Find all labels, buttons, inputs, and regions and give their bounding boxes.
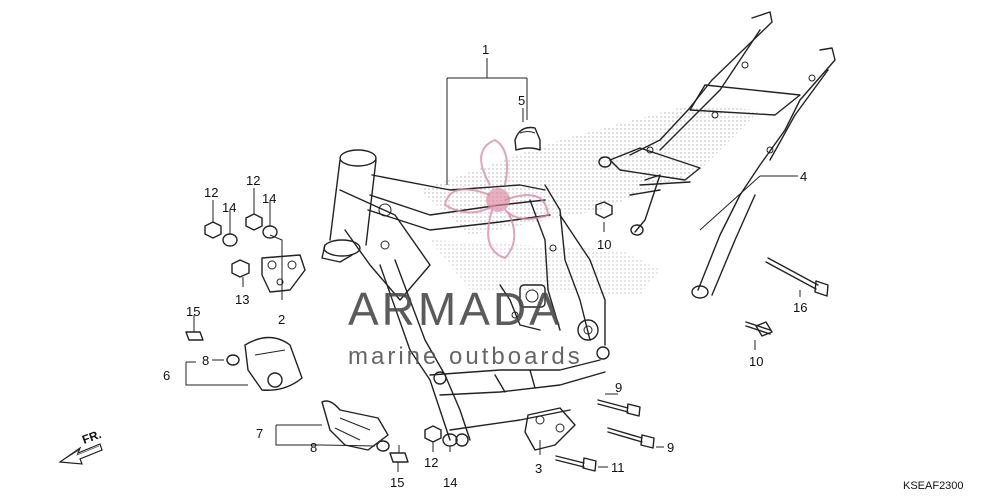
guard-plate-upper <box>244 336 303 391</box>
bolt-16 <box>765 257 829 297</box>
direction-label: FR. <box>80 427 103 447</box>
subframe <box>598 11 836 299</box>
bolt-10-upper <box>595 201 613 219</box>
callout-9-a: 9 <box>615 380 622 395</box>
callout-3: 3 <box>535 461 542 476</box>
callout-1: 1 <box>482 42 489 57</box>
washer-14-left <box>222 233 238 247</box>
callout-15-a: 15 <box>186 304 200 319</box>
collar-8-upper <box>226 354 240 366</box>
callout-9-b: 9 <box>667 440 674 455</box>
callout-5: 5 <box>518 93 525 108</box>
leader-lines <box>185 58 801 472</box>
nut-12-center <box>245 213 263 231</box>
bolt-11 <box>555 455 597 472</box>
watermark-title: ARMADA <box>348 283 563 335</box>
nut-13 <box>231 259 250 278</box>
callout-16: 16 <box>793 300 807 315</box>
nut-12-bottom <box>424 425 442 443</box>
callout-14-a: 14 <box>222 200 236 215</box>
callout-12-c: 12 <box>424 455 438 470</box>
callout-4: 4 <box>800 169 807 184</box>
callouts: 1 5 4 12 12 14 14 13 2 15 8 6 7 8 15 12 … <box>163 42 807 490</box>
watermark-logo-icon <box>443 138 550 260</box>
callout-6: 6 <box>163 368 170 383</box>
callout-13: 13 <box>235 292 249 307</box>
callout-10-b: 10 <box>749 354 763 369</box>
diagram-code: KSEAF2300 <box>903 480 964 492</box>
watermark: ARMADA marine outboards <box>348 138 583 370</box>
front-direction-arrow-icon <box>58 443 103 465</box>
callout-14-b: 14 <box>262 191 276 206</box>
engine-hanger-bracket <box>261 254 306 293</box>
callout-14-c: 14 <box>443 475 457 490</box>
bolt-9-lower <box>607 427 655 449</box>
bolt-10-lower <box>745 321 773 337</box>
bolt-15-lower <box>389 445 409 463</box>
callout-10-a: 10 <box>597 237 611 252</box>
callout-8-a: 8 <box>202 353 209 368</box>
callout-11: 11 <box>611 460 625 475</box>
bolt-9-upper <box>597 399 641 417</box>
washer-14-right <box>262 225 278 239</box>
collar-8-lower <box>376 440 390 452</box>
nut-12-left <box>204 221 222 239</box>
callout-8-b: 8 <box>310 440 317 455</box>
watermark-subtitle: marine outboards <box>348 343 583 370</box>
callout-2: 2 <box>278 312 285 327</box>
guard-plate-lower <box>321 400 389 451</box>
shading-band <box>420 105 760 295</box>
bolt-15-upper <box>185 322 204 341</box>
callout-7: 7 <box>256 426 263 441</box>
rubber-cover <box>514 126 541 151</box>
callout-15-b: 15 <box>390 475 404 490</box>
callout-12-a: 12 <box>204 185 218 200</box>
lower-bracket <box>524 407 576 451</box>
callout-12-b: 12 <box>246 173 260 188</box>
